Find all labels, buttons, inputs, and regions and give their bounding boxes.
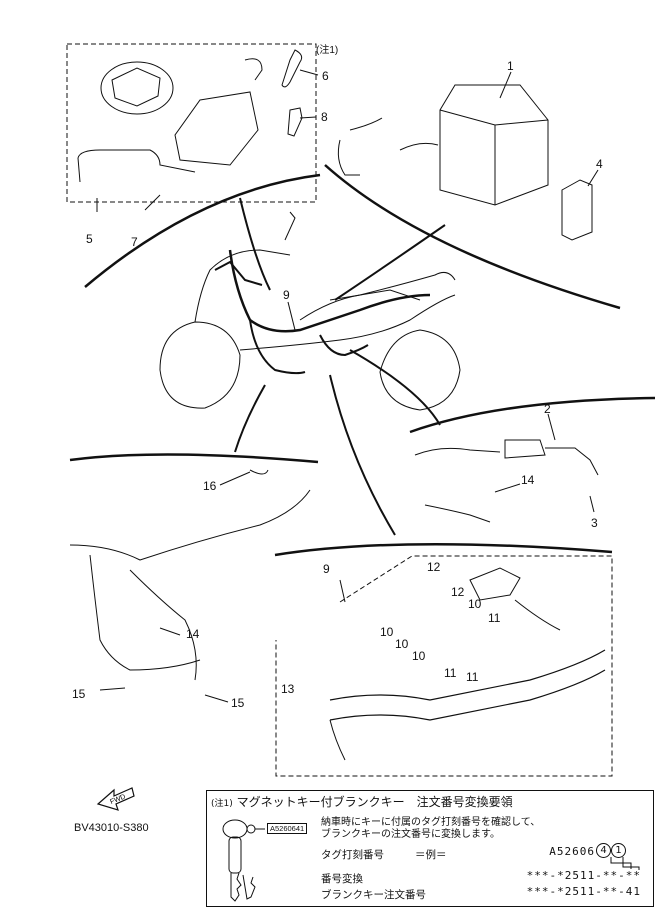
callout-12-b: 12 — [451, 585, 465, 599]
circled-digit-4: 4 — [596, 843, 611, 858]
callout-11-b: 11 — [444, 666, 457, 680]
motorcycle-outline — [159, 211, 461, 411]
callout-16: 16 — [203, 479, 217, 493]
number-conversion-value: ***-*2511-**-** — [526, 869, 641, 882]
battery-area-curve — [324, 164, 621, 310]
callout-6: 6 — [322, 69, 329, 83]
lower-left-area-curve — [69, 453, 319, 464]
callout-14-right: 14 — [521, 473, 535, 487]
note-title: マグネットキー付ブランクキー 注文番号変換要領 — [236, 795, 513, 809]
callout-15-left: 15 — [72, 687, 86, 701]
note-ref: (注1) — [211, 799, 233, 809]
tag-number-label: A5260641 — [267, 823, 308, 834]
callout-10-c: 10 — [395, 637, 409, 651]
callout-7: 7 — [131, 235, 138, 249]
harness-detail — [329, 567, 606, 761]
note-ref-marker: (注1) — [316, 43, 338, 56]
callout-leaders — [96, 69, 599, 703]
upper-left-area-curve — [84, 173, 321, 288]
callout-9-bike: 9 — [283, 288, 290, 302]
key-number-note-box: (注1) マグネットキー付ブランクキー 注文番号変換要領 A5260641 納車… — [206, 790, 654, 907]
main-switch-parts — [77, 49, 303, 183]
callout-labels: 1 2 3 4 5 6 7 8 9 9 10 10 10 10 11 11 11… — [72, 43, 603, 710]
callout-3: 3 — [591, 516, 598, 530]
part-code: BV43010-S380 — [74, 822, 149, 834]
callout-13: 13 — [281, 682, 295, 696]
rear-harness — [69, 469, 311, 681]
circled-digit-1: 1 — [611, 843, 626, 858]
callout-1: 1 — [507, 59, 514, 73]
key-illustration — [215, 815, 267, 903]
callout-11-c: 11 — [466, 670, 479, 684]
blank-key-order-label: ブランクキー注文番号 — [321, 889, 426, 901]
note-instruction-line1: 納車時にキーに付属のタグ打刻番号を確認して、 — [321, 817, 541, 828]
callout-11-a: 11 — [488, 611, 501, 625]
relay-cover — [561, 179, 593, 241]
note-instruction-line2: ブランクキーの注文番号に変換します。 — [321, 829, 500, 840]
callout-10-a: 10 — [468, 597, 482, 611]
callout-9-detail: 9 — [323, 562, 330, 576]
conversion-arrows — [610, 857, 640, 870]
callout-12-a: 12 — [427, 560, 441, 574]
callout-15-right: 15 — [231, 696, 245, 710]
sensor-lead — [414, 439, 599, 523]
blank-key-order-value: ***-*2511-**-41 — [526, 885, 641, 898]
callout-14-left: 14 — [186, 627, 200, 641]
harness-dashed-box — [275, 555, 613, 777]
key-set-dashed-box — [66, 43, 317, 203]
right-area-curve — [409, 396, 656, 434]
callout-2: 2 — [544, 402, 551, 416]
forward-direction-icon: FWD — [96, 782, 136, 820]
callout-10-d: 10 — [412, 649, 426, 663]
harness-area-curve — [274, 542, 613, 557]
note-title-row: (注1) マグネットキー付ブランクキー 注文番号変換要領 — [211, 793, 513, 810]
callout-5: 5 — [86, 232, 93, 246]
number-conversion-label: 番号変換 — [321, 873, 363, 885]
example-marker: ＝例＝ — [415, 849, 447, 861]
callout-8: 8 — [321, 110, 328, 124]
callout-4: 4 — [596, 157, 603, 171]
tag-number-row-label: タグ打刻番号 — [321, 849, 384, 861]
harness-on-bike — [228, 249, 431, 333]
battery — [337, 84, 549, 206]
tag-number-example: A52606 — [549, 845, 595, 858]
callout-10-b: 10 — [380, 625, 394, 639]
